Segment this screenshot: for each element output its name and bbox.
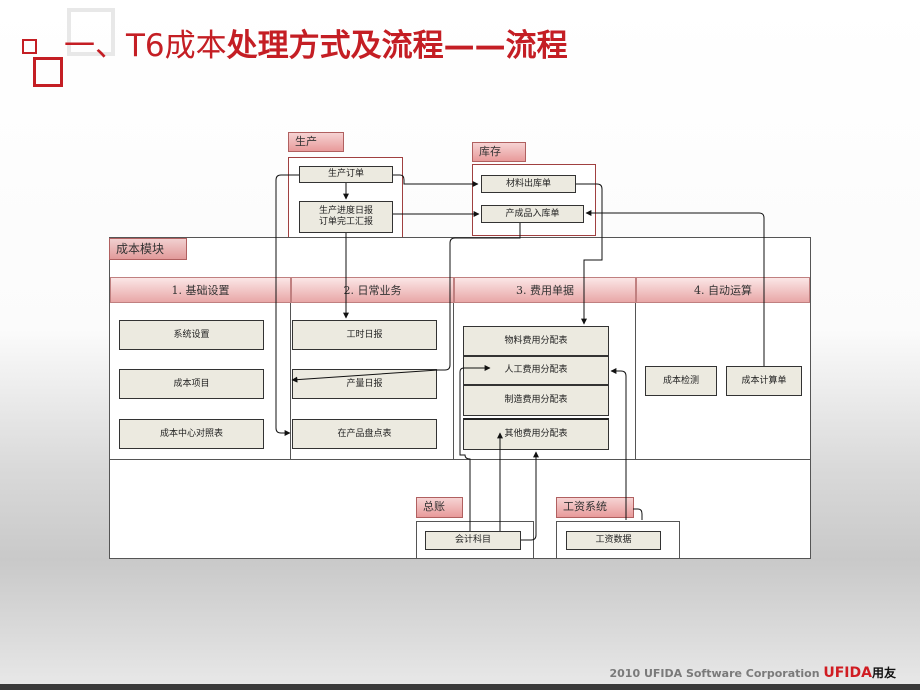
manufacturing-expense-node: 制造费用分配表	[463, 385, 609, 416]
cost-center-mapping-node: 成本中心对照表	[119, 419, 264, 449]
bottom-bar	[0, 684, 920, 690]
cost-module-title: 成本模块	[109, 238, 187, 260]
payroll-tag: 工资系统	[556, 497, 634, 518]
wip-inventory-node: 在产品盘点表	[292, 419, 437, 449]
material-out-node: 材料出库单	[481, 175, 576, 193]
account-subjects-node: 会计科目	[425, 531, 521, 550]
output-daily-node: 产量日报	[292, 369, 437, 399]
system-settings-node: 系统设置	[119, 320, 264, 350]
connector-material-to-expense	[576, 183, 603, 325]
footer-brand-cn: 用友	[871, 666, 896, 680]
inventory-tag: 库存	[472, 142, 526, 162]
payroll-data-node: 工资数据	[566, 531, 661, 550]
material-expense-node: 物料费用分配表	[463, 326, 609, 356]
other-expense-node: 其他费用分配表	[463, 418, 609, 450]
production-tag: 生产	[288, 132, 344, 152]
connector-order-to-material	[393, 174, 479, 187]
slide-title-bold: 处理方式及流程——流程	[226, 28, 568, 64]
column-basic-settings: 1. 基础设置	[110, 277, 291, 303]
slide-title-prefix: 一、T6成本	[64, 28, 227, 64]
title-decoration-square	[33, 57, 63, 87]
column-divider	[453, 303, 454, 460]
footer-brand: UFIDA	[823, 665, 872, 681]
column-auto-calculation: 4. 自动运算	[636, 277, 810, 303]
connector-ledger-to-other	[521, 451, 539, 541]
production-report-node: 生产进度日报 订单完工汇报	[299, 201, 393, 233]
title-decoration-square	[22, 39, 37, 54]
production-order-node: 生产订单	[299, 166, 393, 183]
connector-calc-to-product-in	[585, 210, 765, 366]
column-daily-business: 2. 日常业务	[291, 277, 454, 303]
connector-ledger-to-labor	[459, 365, 491, 531]
slide-title: 一、T6成本处理方式及流程——流程	[64, 24, 568, 68]
footer-copyright: 2010 UFIDA Software Corporation UFIDA用友	[610, 664, 897, 681]
product-in-node: 产成品入库单	[481, 205, 584, 223]
cost-check-node: 成本检测	[645, 366, 717, 396]
cost-calculation-sheet-node: 成本计算单	[726, 366, 802, 396]
cost-items-node: 成本项目	[119, 369, 264, 399]
column-expense-documents: 3. 费用单据	[454, 277, 636, 303]
connector-payroll-to-labor	[611, 371, 643, 520]
production-completion-label: 订单完工汇报	[318, 217, 373, 227]
title-decoration-square	[67, 8, 115, 56]
column-divider	[635, 303, 636, 460]
ledger-tag: 总账	[416, 497, 463, 518]
connector-order-to-wip	[275, 174, 299, 436]
connector-product-in-to-output	[291, 223, 521, 383]
footer-text: 2010 UFIDA Software Corporation	[609, 667, 824, 680]
work-hours-daily-node: 工时日报	[292, 320, 437, 350]
production-progress-label: 生产进度日报	[318, 206, 373, 216]
column-divider	[290, 303, 291, 460]
